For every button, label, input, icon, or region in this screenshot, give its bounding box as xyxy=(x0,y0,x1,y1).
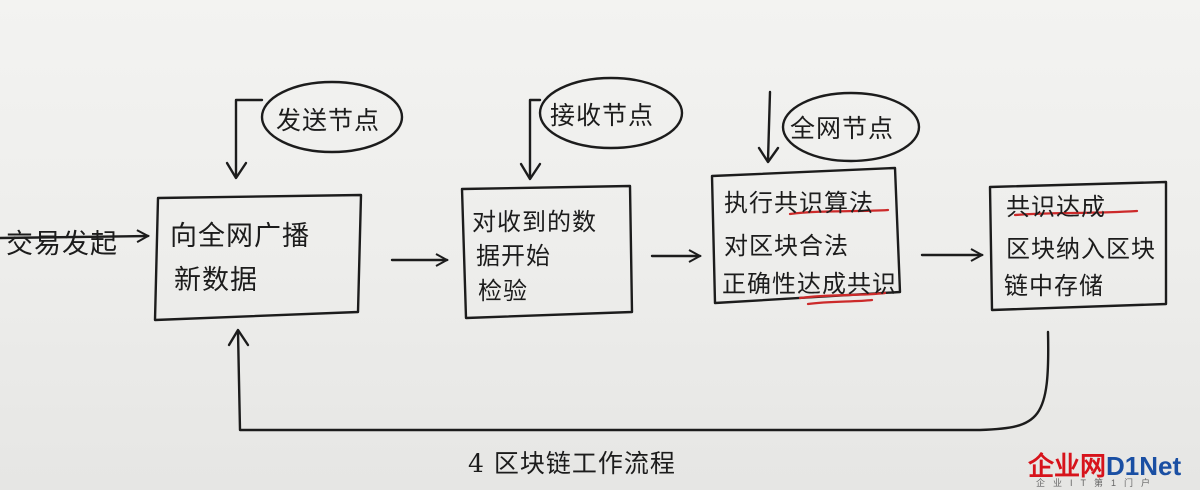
diagram-caption: 4 区块链工作流程 xyxy=(468,449,676,478)
box-store xyxy=(988,180,1168,312)
step3-line3: 正确性达成共识 xyxy=(722,270,897,298)
underline-consensus-done xyxy=(1013,209,1139,217)
step3-line2: 对区块合法 xyxy=(724,232,849,260)
send-node-label: 发送节点 xyxy=(276,106,381,135)
arrow-all-head xyxy=(757,146,780,164)
arrow-all-to-box3 xyxy=(766,90,772,162)
arrow-input xyxy=(0,236,148,238)
oval-send-node xyxy=(260,80,404,154)
step2-line1: 对收到的数 xyxy=(472,208,597,236)
step1-line1: 向全网广播 xyxy=(170,221,310,252)
box-verify xyxy=(460,184,634,320)
step4-line3: 链中存储 xyxy=(1004,272,1104,300)
all-node-label: 全网节点 xyxy=(790,114,895,143)
arrow-send-to-box1 xyxy=(234,98,264,178)
step4-line1: 共识达成 xyxy=(1006,193,1106,221)
box-consensus xyxy=(710,166,902,305)
step2-line2: 据开始 xyxy=(476,242,551,270)
underline-reach-consensus-2 xyxy=(806,298,874,306)
step3-line1: 执行共识算法 xyxy=(724,189,874,217)
arrow-receive-to-box2 xyxy=(528,98,542,180)
oval-receive-node xyxy=(538,76,684,150)
box-broadcast xyxy=(153,193,363,322)
step1-line2: 新数据 xyxy=(174,265,258,296)
step2-line3: 检验 xyxy=(478,277,528,305)
arrow-loop-back xyxy=(236,330,1050,432)
oval-all-node xyxy=(781,91,921,163)
arrow-send-head xyxy=(225,161,248,180)
arrow-loop-head xyxy=(227,328,250,347)
watermark-brand-a: 企业网 xyxy=(1028,451,1107,481)
watermark-logo: 企业网D1Net xyxy=(1028,446,1181,483)
watermark-brand-b: D1Net xyxy=(1106,451,1182,481)
arrow-receive-head xyxy=(519,162,542,181)
step4-line2: 区块纳入区块 xyxy=(1006,235,1156,263)
input-label: 交易发起 xyxy=(6,229,118,260)
underline-consensus-algorithm xyxy=(788,208,890,216)
underline-reach-consensus xyxy=(798,291,887,300)
receive-node-label: 接收节点 xyxy=(550,101,655,130)
watermark-subtitle: 企业IT第1门户 xyxy=(1036,478,1159,488)
